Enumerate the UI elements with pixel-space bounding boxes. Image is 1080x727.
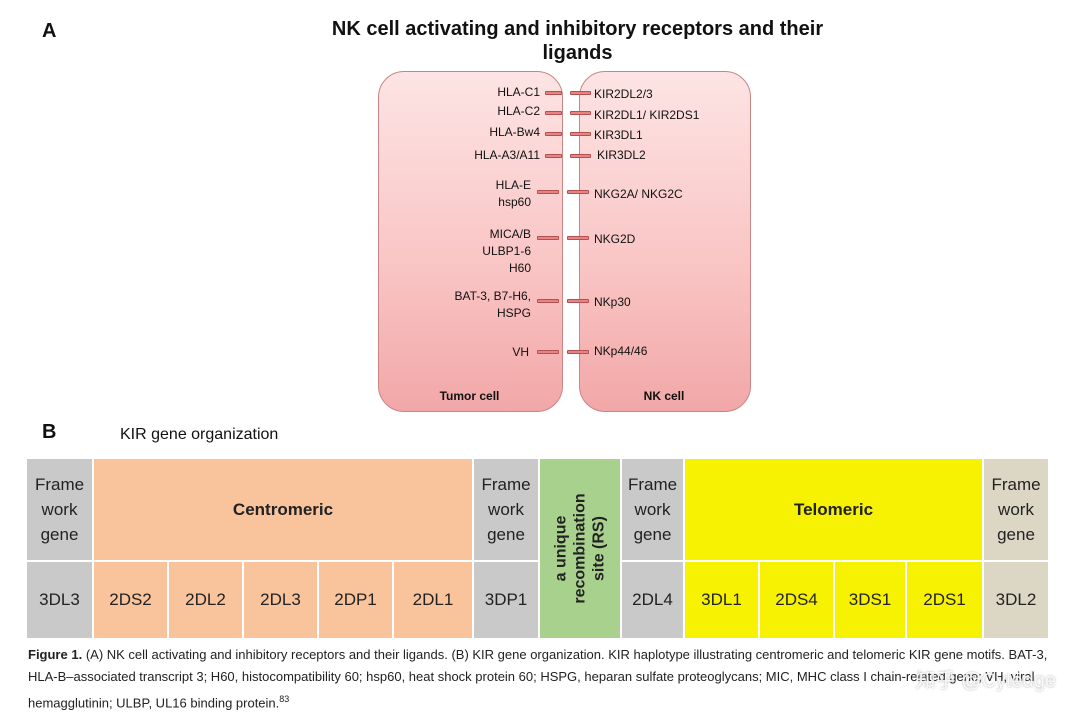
gene-fw1: 3DL3 xyxy=(27,562,92,638)
receptor-label: NKG2D xyxy=(594,232,636,246)
tumor-cell-label: Tumor cell xyxy=(439,389,500,403)
framework-gene-3: Frame work gene xyxy=(622,459,683,560)
framework-gene-4: Frame work gene xyxy=(984,459,1048,560)
receptor-label: NKG2A/ NKG2C xyxy=(594,187,683,201)
recombination-site-label: a unique recombination site (RS) xyxy=(552,493,608,604)
ligand-bar xyxy=(545,132,562,136)
ligand-bar xyxy=(537,350,559,354)
ligand-label: BAT-3, B7-H6, HSPG xyxy=(454,289,531,320)
gene-centromeric: 2DL1 xyxy=(394,562,472,638)
gene-telomeric: 2DS4 xyxy=(760,562,833,638)
gene-centromeric: 2DS2 xyxy=(94,562,167,638)
ligand-label: HLA-E hsp60 xyxy=(495,178,531,209)
ligand-bar xyxy=(537,299,559,303)
receptor-bar xyxy=(567,190,589,194)
gene-telomeric: 3DS1 xyxy=(835,562,905,638)
panel-a-title: NK cell activating and inhibitory recept… xyxy=(331,18,824,64)
watermark: 知乎 @Cytedge xyxy=(915,670,1056,692)
gene-fw3: 2DL4 xyxy=(622,562,683,638)
caption-text: (A) NK cell activating and inhibitory re… xyxy=(28,647,1048,711)
panel-a-letter: A xyxy=(42,20,57,42)
caption-ref: 83 xyxy=(279,694,290,704)
receptor-label: KIR2DL1/ KIR2DS1 xyxy=(594,108,700,122)
telomeric-label: Telomeric xyxy=(685,459,982,560)
receptor-bar xyxy=(567,299,589,303)
ligand-bar xyxy=(537,190,559,194)
gene-centromeric: 2DL2 xyxy=(169,562,242,638)
receptor-label: NKp44/46 xyxy=(594,344,648,358)
gene-centromeric: 2DL3 xyxy=(244,562,317,638)
panel-b-title: KIR gene organization xyxy=(120,426,279,443)
nk-cell-label: NK cell xyxy=(643,389,685,403)
gene-telomeric: 2DS1 xyxy=(907,562,982,638)
gene-telomeric: 3DL1 xyxy=(685,562,758,638)
receptor-label: NKp30 xyxy=(594,295,631,309)
receptor-bar xyxy=(570,111,591,115)
receptor-label: KIR3DL1 xyxy=(594,128,643,142)
ligand-bar xyxy=(537,236,559,240)
receptor-label: KIR3DL2 xyxy=(597,148,646,162)
ligand-label: MICA/B ULBP1-6 H60 xyxy=(482,227,531,275)
ligand-bar xyxy=(545,111,562,115)
ligand-label: HLA-C1 xyxy=(497,85,540,99)
ligand-label: VH xyxy=(512,345,529,359)
framework-gene-1: Frame work gene xyxy=(27,459,92,560)
receptor-label: KIR2DL2/3 xyxy=(594,87,653,101)
ligand-label: HLA-A3/A11 xyxy=(474,148,540,162)
receptor-bar xyxy=(570,91,591,95)
caption-label: Figure 1. xyxy=(28,647,83,662)
gene-fw2: 3DP1 xyxy=(474,562,538,638)
tumor-cell xyxy=(378,71,563,412)
centromeric-label: Centromeric xyxy=(94,459,472,560)
framework-gene-2: Frame work gene xyxy=(474,459,538,560)
ligand-bar xyxy=(545,154,562,158)
receptor-bar xyxy=(570,132,591,136)
figure-caption: Figure 1. (A) NK cell activating and inh… xyxy=(28,644,1058,714)
receptor-bar xyxy=(567,236,589,240)
ligand-bar xyxy=(545,91,562,95)
gene-centromeric: 2DP1 xyxy=(319,562,392,638)
receptor-bar xyxy=(570,154,591,158)
gene-fw4: 3DL2 xyxy=(984,562,1048,638)
receptor-bar xyxy=(567,350,589,354)
ligand-label: HLA-Bw4 xyxy=(489,125,540,139)
nk-cell xyxy=(579,71,751,412)
panel-b-letter: B xyxy=(42,421,57,443)
ligand-label: HLA-C2 xyxy=(497,104,540,118)
recombination-site: a unique recombination site (RS) xyxy=(540,459,620,638)
